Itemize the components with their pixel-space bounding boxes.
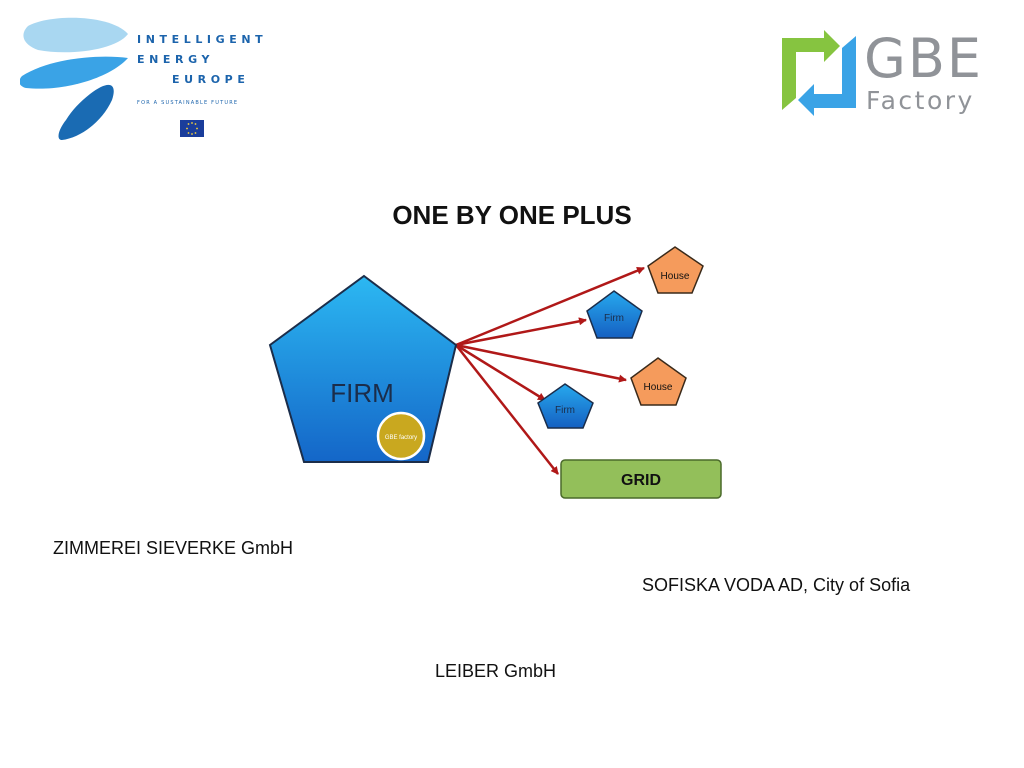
firm-main-node [268, 274, 458, 463]
caption-leiber: LEIBER GmbH [435, 661, 557, 681]
gbe-factory-badge [376, 411, 426, 461]
factory-logo-text: Factory [866, 86, 975, 115]
firm-node-1 [586, 290, 643, 339]
arrows [455, 266, 645, 475]
iee-line-1: INTELLIGENT [137, 33, 268, 46]
arrow-to-grid [455, 344, 559, 475]
house-node-1 [647, 246, 704, 294]
firm-node-1-label: Firm [604, 313, 624, 324]
eu-flag-icon [180, 120, 204, 137]
grid-node-label: GRID [621, 472, 661, 489]
house-node-2-label: House [644, 382, 673, 393]
gbe-factory-logo: GBE Factory [778, 28, 998, 118]
firm-node-2-label: Firm [555, 405, 575, 416]
caption-sofiska-voda: SOFISKA VODA AD, City of Sofia [642, 575, 911, 595]
iee-logo: INTELLIGENT ENERGY EUROPE FOR A SUSTAINA… [20, 14, 280, 144]
arrow-to-firm-2 [455, 343, 546, 402]
gbe-logo-text: GBE [864, 27, 984, 90]
iee-line-2: ENERGY [137, 53, 215, 66]
house-node-1-label: House [661, 271, 690, 282]
gbe-factory-badge-label: GBE factory [385, 435, 417, 441]
firm-main-label: FIRM [330, 378, 394, 408]
diagram-title: ONE BY ONE PLUS [392, 200, 631, 230]
grid-node [560, 459, 722, 499]
arrow-to-house-2 [455, 343, 627, 383]
house-node-2 [630, 357, 687, 406]
iee-line-3: EUROPE [172, 73, 250, 86]
firm-node-2 [537, 383, 594, 429]
recycle-arrows-icon [782, 30, 856, 116]
arrow-to-house-1 [455, 266, 645, 347]
iee-swoosh-icon [20, 17, 129, 140]
caption-zimmerei: ZIMMEREI SIEVERKE GmbH [53, 538, 294, 558]
arrow-to-firm-1 [455, 317, 587, 347]
iee-tagline: FOR A SUSTAINABLE FUTURE [137, 100, 239, 106]
